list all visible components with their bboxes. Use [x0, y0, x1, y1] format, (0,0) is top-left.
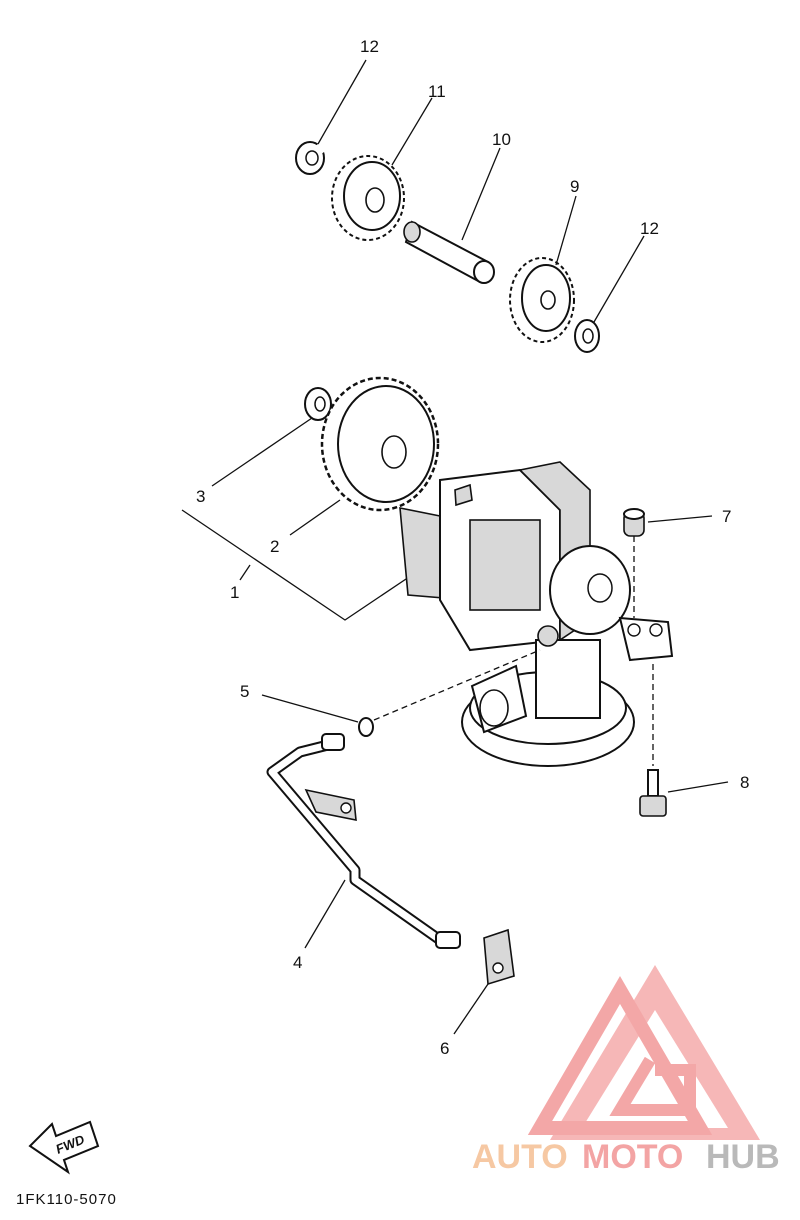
fwd-arrow-icon: FWD: [28, 1120, 100, 1175]
part-4-pipe: [266, 733, 461, 949]
callout-2: 2: [270, 537, 279, 556]
part-2-large-gear: [320, 376, 440, 512]
leader-9: [555, 195, 577, 266]
leader-12b: [593, 235, 645, 323]
part-10-shaft: [403, 220, 495, 284]
callout-11: 11: [428, 82, 446, 101]
leader-7: [647, 515, 713, 523]
part-6-damper: [483, 928, 515, 986]
diagram-code: 1FK110-5070: [16, 1191, 117, 1208]
part-12-circlip-right: [574, 319, 600, 353]
watermark-text-moto: MOTO: [582, 1138, 683, 1176]
part-11-gear: [331, 155, 405, 241]
part-3-circlip: [304, 387, 332, 421]
part-1-pump-body: [399, 461, 674, 767]
leader-5: [261, 694, 359, 723]
part-5-o-ring: [358, 717, 374, 737]
leader-5-dash: [373, 649, 541, 721]
leader-10: [461, 147, 501, 241]
callout-3: 3: [196, 487, 205, 506]
callout-5: 5: [240, 682, 249, 701]
callout-6: 6: [440, 1039, 449, 1058]
watermark-text-auto: AUTO: [472, 1138, 568, 1176]
part-9-gear: [509, 257, 575, 343]
leader-1: [239, 564, 251, 581]
watermark-text-hub: HUB: [706, 1138, 780, 1176]
callout-8: 8: [740, 773, 749, 792]
callout-7: 7: [722, 507, 731, 526]
watermark-logo: [527, 965, 760, 1140]
part-8-bolt: [639, 769, 667, 817]
callout-9: 9: [570, 177, 579, 196]
callout-12-top: 12: [360, 37, 379, 56]
leader-11: [391, 97, 433, 166]
leader-6: [453, 983, 489, 1035]
part-7-collar: [623, 508, 645, 537]
callout-10: 10: [492, 130, 511, 149]
leader-3: [211, 417, 313, 487]
callout-12-right: 12: [640, 219, 659, 238]
leader-1-bracket: [181, 509, 413, 621]
callout-1: 1: [230, 583, 239, 602]
callout-4: 4: [293, 953, 302, 972]
part-12-circlip-top: [295, 141, 326, 175]
leader-8: [667, 781, 729, 793]
leader-2: [289, 499, 341, 536]
leader-12a: [317, 59, 367, 145]
leader-4: [304, 879, 346, 949]
